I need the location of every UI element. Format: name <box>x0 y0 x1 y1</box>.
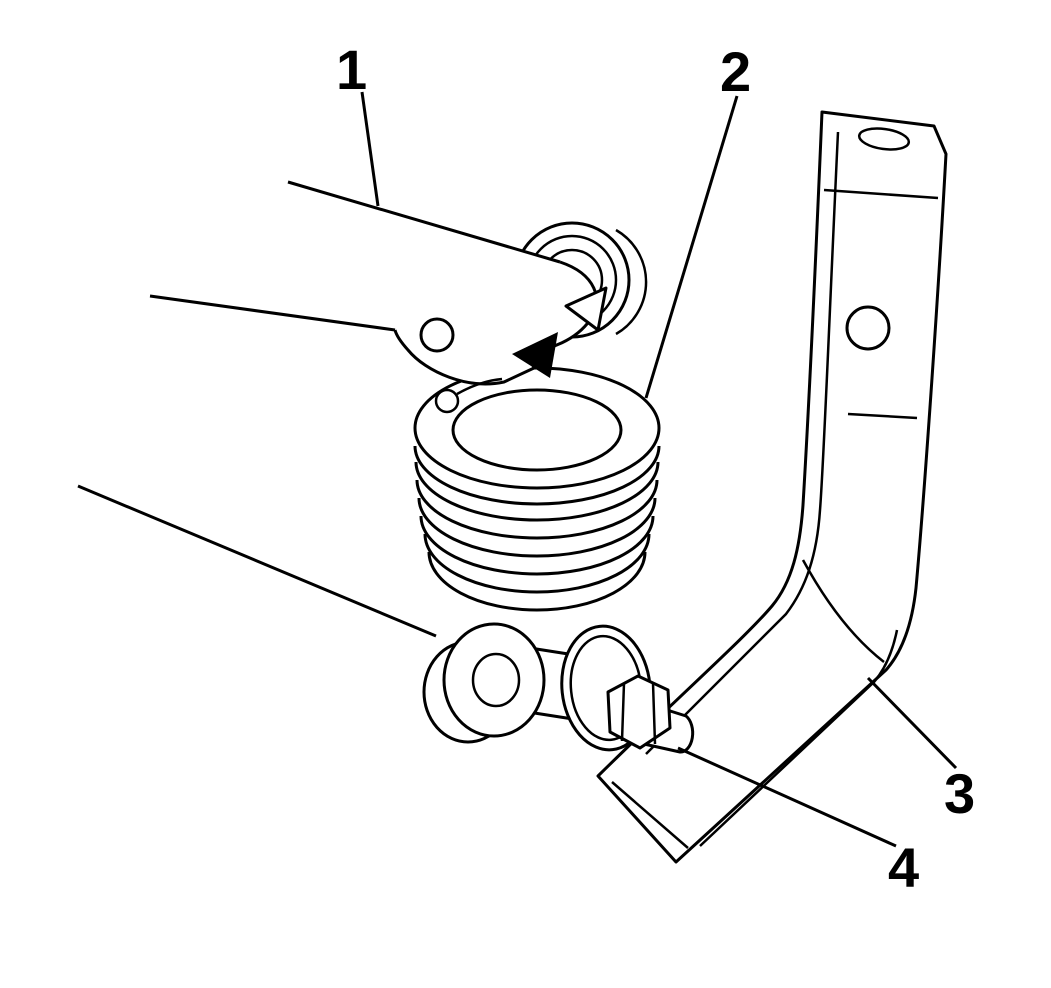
bolt-assembly-part <box>422 622 695 754</box>
left-leader-line <box>77 484 437 638</box>
callout-3-label: 3 <box>944 762 976 825</box>
callout-2-label: 2 <box>720 40 752 103</box>
bracket-slot-hole <box>857 127 911 151</box>
rotation-arrows <box>512 286 608 378</box>
callout-4-label: 4 <box>888 836 920 899</box>
callout-2-leader <box>644 95 739 399</box>
spring-hook-end <box>434 388 460 414</box>
callout-4-leader <box>677 746 897 848</box>
callout-3-leader <box>866 676 958 770</box>
callout-1-label: 1 <box>336 38 368 101</box>
callout-1-leader <box>360 91 380 207</box>
bracket-round-hole <box>845 305 891 351</box>
coil-spring-part <box>413 366 661 612</box>
callout-leaders <box>360 91 958 848</box>
bracket-part <box>596 110 948 864</box>
arm-hole <box>419 317 455 353</box>
